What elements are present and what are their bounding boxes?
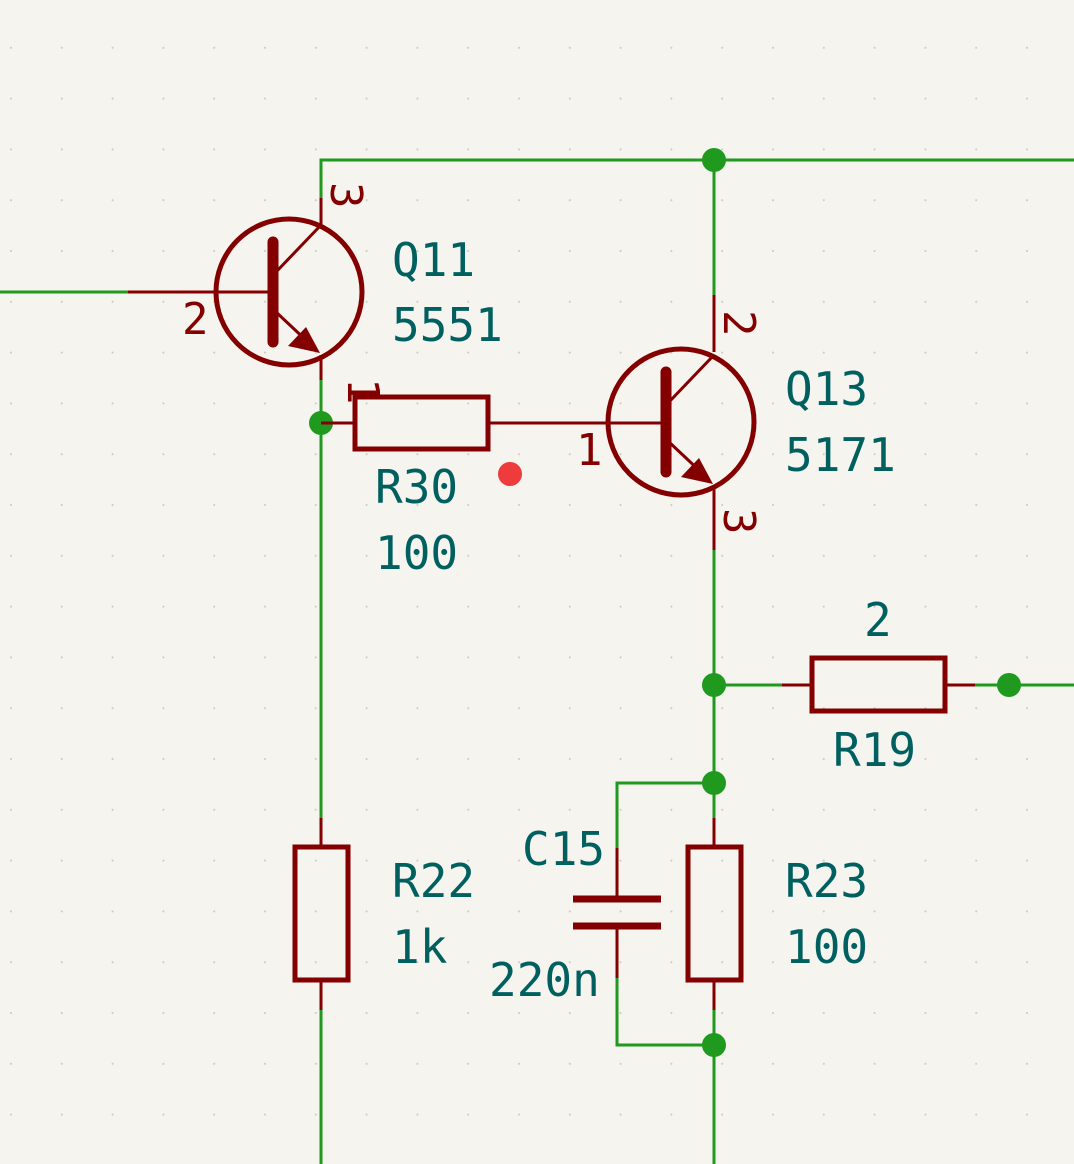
q11-pin-collector: 3 [320, 182, 371, 209]
q11-reference: Q11 [392, 233, 475, 287]
r30-reference: R30 [375, 460, 458, 514]
r30-pin-1: 1 [337, 378, 388, 405]
r22-reference: R22 [392, 854, 475, 908]
r19-value: 2 [864, 593, 892, 647]
r30-value: 100 [375, 526, 458, 580]
q11-collector-line [274, 223, 323, 274]
q13-pin-emitter: 3 [713, 508, 764, 535]
q13-reference: Q13 [785, 362, 868, 416]
junction-dot[interactable] [702, 771, 726, 795]
resistor-r23[interactable] [685, 818, 744, 1010]
r22-value: 1k [392, 920, 447, 974]
transistor-q13[interactable] [605, 295, 757, 550]
q11-pin-base: 2 [182, 294, 209, 345]
c15-value: 220n [489, 953, 600, 1007]
r19-reference: R19 [833, 723, 916, 777]
wire-c15-top[interactable] [615, 781, 716, 850]
q13-pin-collector: 2 [713, 310, 764, 337]
junction-dot[interactable] [702, 148, 726, 172]
r23-reference: R23 [785, 854, 868, 908]
r19-pin-1: 1 [1065, 698, 1074, 725]
q13-value: 5171 [785, 428, 896, 482]
junctions [309, 148, 1021, 1057]
capacitor-c15[interactable] [573, 848, 661, 978]
wire-c15-bottom[interactable] [615, 976, 716, 1047]
r23-value: 100 [785, 920, 868, 974]
q11-emitter-arrow-icon [288, 327, 320, 353]
q13-body-circle [605, 346, 757, 498]
q13-pin-base: 1 [576, 425, 603, 476]
c15-reference: C15 [522, 822, 605, 876]
junction-dot[interactable] [702, 673, 726, 697]
resistor-r19[interactable] [782, 655, 975, 714]
q13-collector-line [667, 353, 716, 404]
q11-value: 5551 [392, 298, 503, 352]
resistor-r22[interactable] [292, 818, 351, 1010]
erc-marker[interactable] [498, 462, 522, 486]
junction-dot[interactable] [997, 673, 1021, 697]
resistor-r30[interactable] [321, 394, 664, 452]
transistor-q11[interactable] [128, 198, 365, 380]
junction-dot[interactable] [702, 1033, 726, 1057]
q11-body-circle [213, 216, 365, 368]
q13-emitter-arrow-icon [681, 458, 713, 484]
